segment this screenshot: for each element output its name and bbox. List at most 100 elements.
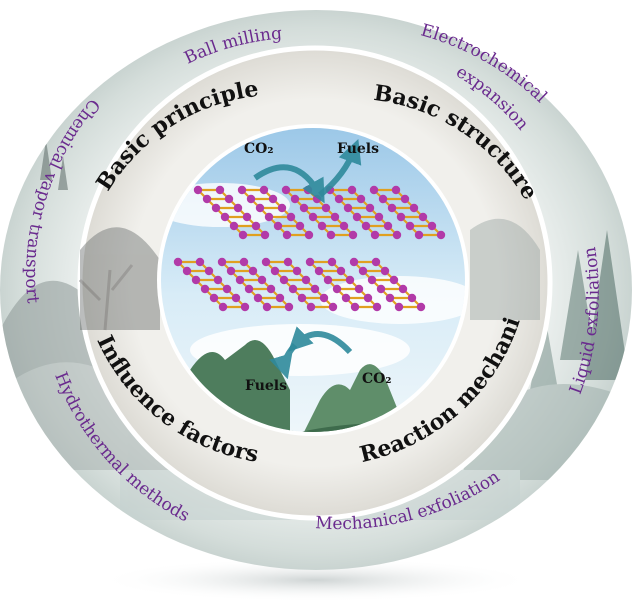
lattice-atom (273, 221, 283, 231)
lattice-atom (407, 293, 417, 303)
lattice-atom (323, 275, 333, 285)
lattice-atom (330, 212, 340, 222)
lattice-atom (264, 212, 274, 222)
co2-bottom-label: CO₂ (362, 371, 391, 387)
lattice-atom (283, 257, 293, 267)
lattice-atom (394, 302, 404, 312)
lattice-atom (416, 302, 426, 312)
lattice-atom (361, 221, 371, 231)
lattice-atom (304, 230, 314, 240)
lattice-atom (354, 284, 364, 294)
lattice-atom (270, 266, 280, 276)
lattice-atom (376, 284, 386, 294)
lattice-atom (242, 212, 252, 222)
lattice-atom (299, 203, 309, 213)
lattice-atom (348, 230, 358, 240)
lattice-atom (182, 266, 192, 276)
lattice-atom (235, 275, 245, 285)
lattice-atom (222, 284, 232, 294)
lattice-atom (367, 275, 377, 285)
lattice-atom (391, 185, 401, 195)
lattice-atom (215, 185, 225, 195)
lattice-atom (341, 293, 351, 303)
lattice-atom (352, 212, 362, 222)
lattice-atom (405, 221, 415, 231)
lattice-atom (314, 266, 324, 276)
lattice-atom (204, 266, 214, 276)
lattice-atom (224, 194, 234, 204)
lattice-atom (193, 185, 203, 195)
lattice-atom (363, 293, 373, 303)
lattice-atom (239, 257, 249, 267)
lattice-atom (240, 302, 250, 312)
lattice-atom (255, 203, 265, 213)
lattice-atom (218, 302, 228, 312)
lattice-atom (371, 257, 381, 267)
lattice-atom (284, 302, 294, 312)
lattice-atom (173, 257, 183, 267)
lattice-atom (383, 221, 393, 231)
lattice-atom (396, 212, 406, 222)
fuels-top-label: Fuels (337, 141, 379, 157)
lattice-atom (213, 275, 223, 285)
lattice-atom (195, 257, 205, 267)
lattice-atom (277, 203, 287, 213)
lattice-atom (231, 293, 241, 303)
lattice-atom (237, 185, 247, 195)
lattice-atom (365, 203, 375, 213)
lattice-atom (303, 185, 313, 195)
lattice-atom (209, 293, 219, 303)
lattice-atom (308, 212, 318, 222)
lattice-atom (281, 185, 291, 195)
lattice-atom (387, 203, 397, 213)
lattice-atom (319, 293, 329, 303)
lattice-atom (372, 302, 382, 312)
lattice-atom (211, 203, 221, 213)
lattice-atom (292, 266, 302, 276)
bottom-conversion-arrow (288, 326, 353, 355)
lattice-atom (202, 194, 212, 204)
lattice-atom (262, 302, 272, 312)
lattice-atom (343, 203, 353, 213)
lattice-atom (286, 212, 296, 222)
top-conversion-arrow (253, 164, 325, 204)
lattice-atom (266, 284, 276, 294)
lattice-atom (349, 257, 359, 267)
lattice-atom (336, 266, 346, 276)
lattice-atom (220, 212, 230, 222)
lattice-atom (233, 203, 243, 213)
lattice-atom (427, 221, 437, 231)
lattice-atom (436, 230, 446, 240)
lattice-atom (306, 302, 316, 312)
lattice-atom (350, 302, 360, 312)
lattice-atom (260, 230, 270, 240)
lattice-atom (400, 194, 410, 204)
lattice-atom (358, 266, 368, 276)
lattice-atom (282, 230, 292, 240)
lattice-atom (418, 212, 428, 222)
lattice-atom (301, 275, 311, 285)
lattice-atom (339, 221, 349, 231)
lattice-atom (321, 203, 331, 213)
lattice-atom (347, 185, 357, 195)
lattice-atom (334, 194, 344, 204)
lattice-atom (317, 221, 327, 231)
lattice-atom (345, 275, 355, 285)
lattice-atom (251, 221, 261, 231)
lattice-atom (259, 185, 269, 195)
lattice-atom (398, 284, 408, 294)
lattice-atom (305, 257, 315, 267)
lattice-atom (369, 185, 379, 195)
lattice-atom (332, 284, 342, 294)
lattice-atom (370, 230, 380, 240)
lattice-atom (226, 266, 236, 276)
lattice-atom (356, 194, 366, 204)
lattice-atom (200, 284, 210, 294)
lattice-atom (389, 275, 399, 285)
lattice-atom (246, 194, 256, 204)
co2-top-label: CO₂ (244, 141, 273, 157)
lattice-atom (328, 302, 338, 312)
lattice-atom (374, 212, 384, 222)
